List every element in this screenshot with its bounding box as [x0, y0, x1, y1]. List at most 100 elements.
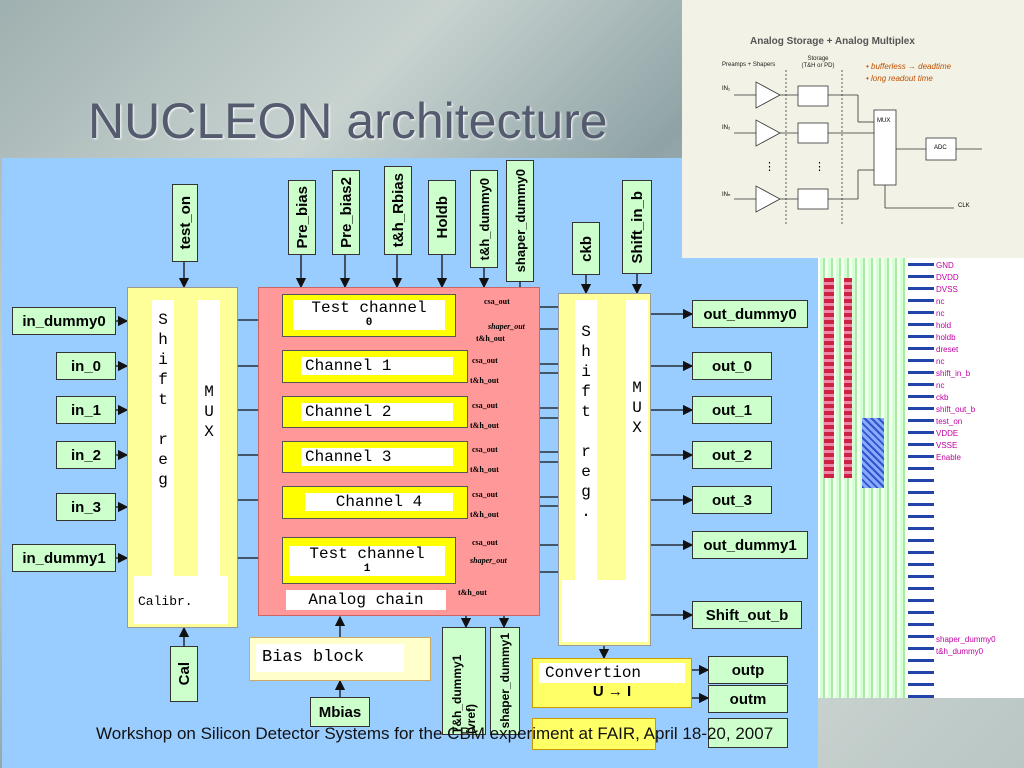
channel-2-label: Channel 2	[301, 403, 453, 421]
pin-label: hold	[936, 321, 952, 330]
output-out-dummy0: out_dummy0	[692, 300, 808, 328]
bottom-partial-green-box	[708, 718, 788, 748]
inset-mux-label: MUX	[877, 118, 891, 124]
test-channel-1: Test channel 1	[282, 537, 456, 584]
csa-out-label-4: csa_out	[472, 490, 498, 499]
input-in-0: in_0	[56, 352, 116, 380]
inset-input-2: IN₂	[722, 125, 731, 131]
conversion-block: Convertion U → I	[532, 658, 692, 708]
pin-label: Enable	[936, 453, 961, 462]
output-out-dummy1: out_dummy1	[692, 531, 808, 559]
signal-ckb: ckb	[572, 222, 600, 275]
conversion-sub: U → I	[592, 683, 632, 700]
test-channel-1-sub: 1	[289, 562, 445, 576]
conversion-label: Convertion	[539, 663, 685, 683]
inset-input-n: INₙ	[722, 192, 731, 198]
slide-title: NUCLEON architecture	[88, 93, 608, 149]
pin-label: shaper_dummy0	[936, 635, 996, 644]
th-out-label-3: t&h_out	[470, 465, 499, 474]
signal-shift-in-b: Shift_in_b	[622, 180, 652, 274]
inset-input-1: IN₁	[722, 86, 731, 92]
th-out-label-0: t&h_out	[476, 334, 505, 343]
test-channel-1-label: Test channel	[289, 546, 445, 562]
output-out-3: out_3	[692, 486, 772, 514]
output-outm: outm	[708, 685, 788, 713]
th-out-label-5: t&h_out	[458, 588, 487, 597]
pin-label: VDDE	[936, 429, 959, 438]
signal-test-on: test_on	[172, 184, 198, 262]
input-in-dummy1: in_dummy1	[12, 544, 116, 572]
pin-label: shift_in_b	[936, 369, 971, 378]
th-out-label-1: t&h_out	[470, 376, 499, 385]
th-out-label-4: t&h_out	[470, 510, 499, 519]
layout-pin-list-bottom: shaper_dummy0 t&h_dummy0	[936, 634, 996, 658]
output-out-2: out_2	[692, 441, 772, 469]
signal-shaper-dummy1: shaper_dummy1	[490, 627, 520, 735]
signal-mbias: Mbias	[310, 697, 370, 727]
signal-cal: Cal	[170, 646, 198, 702]
csa-out-label-5: csa_out	[472, 538, 498, 547]
channel-2: Channel 2	[282, 396, 468, 428]
layout-block-blue	[862, 418, 884, 488]
channel-1: Channel 1	[282, 350, 468, 383]
analog-chain-label: Analog chain	[286, 590, 446, 610]
signal-pre-bias: Pre_bias	[288, 180, 316, 255]
inset-dots-2: ⋮	[814, 161, 825, 173]
output-out-1: out_1	[692, 396, 772, 424]
input-in-3: in_3	[56, 493, 116, 521]
shaper-out-label-0: shaper_out	[488, 322, 525, 331]
inset-preamps-label: Preamps + Shapers	[722, 62, 776, 68]
channel-4-label: Channel 4	[305, 493, 453, 511]
output-outp: outp	[708, 656, 788, 684]
inset-bullet-1: • bufferless → deadtime	[866, 62, 952, 71]
layout-view: GND DVDD DVSS nc nc hold holdb dreset nc…	[818, 258, 1024, 698]
pin-label: nc	[936, 309, 945, 318]
layout-pin-list: GND DVDD DVSS nc nc hold holdb dreset nc…	[936, 260, 975, 464]
pin-label: shift_out_b	[936, 405, 976, 414]
inset-storage-label: Storage (T&H or PD)	[801, 56, 835, 69]
csa-out-label-2: csa_out	[472, 401, 498, 410]
pin-label: DVDD	[936, 273, 959, 282]
input-in-1: in_1	[56, 396, 116, 424]
output-out-0: out_0	[692, 352, 772, 380]
channel-3: Channel 3	[282, 441, 468, 473]
csa-out-label-0: csa_out	[484, 297, 510, 306]
inset-clk-label: CLK	[958, 203, 970, 209]
bottom-partial-block	[532, 718, 656, 750]
test-channel-0-sub: 0	[293, 316, 445, 330]
slide-footer: Workshop on Silicon Detector Systems for…	[96, 724, 774, 743]
inset-adc-label: ADC	[934, 145, 947, 151]
signal-holdb: Holdb	[428, 180, 456, 255]
pin-label: test_on	[936, 417, 963, 426]
layout-pad-column	[908, 258, 934, 698]
layout-block-red-2	[844, 278, 852, 478]
inset-title: Analog Storage + Analog Multiplex	[750, 36, 915, 47]
signal-th-rbias: t&h_Rbias	[384, 166, 412, 255]
pin-label: t&h_dummy0	[936, 647, 984, 656]
csa-out-label-1: csa_out	[472, 356, 498, 365]
signal-pre-bias2: Pre_bias2	[332, 170, 360, 255]
pin-label: GND	[936, 261, 954, 270]
output-shift-out-b: Shift_out_b	[692, 601, 802, 629]
csa-out-label-3: csa_out	[472, 445, 498, 454]
channel-1-label: Channel 1	[301, 357, 453, 375]
input-in-2: in_2	[56, 441, 116, 469]
pin-label: nc	[936, 381, 945, 390]
right-blank-box	[562, 580, 648, 642]
calibr-box: Calibr.	[134, 576, 228, 624]
inset-diagram-svg	[734, 70, 982, 225]
inset-dots-1: ⋮	[764, 161, 775, 173]
channel-3-label: Channel 3	[301, 448, 453, 466]
signal-th-dummy0: t&h_dummy0	[470, 170, 498, 268]
channel-4: Channel 4	[282, 486, 468, 519]
test-channel-0-label: Test channel	[293, 300, 445, 316]
input-in-dummy0: in_dummy0	[12, 307, 116, 335]
pin-label: holdb	[936, 333, 956, 342]
signal-th-dummy1: T&h_dummy1 (vref)	[442, 627, 486, 735]
inset-analog-storage-figure: Analog Storage + Analog Multiplex Preamp…	[682, 0, 1024, 258]
pin-label: ckb	[936, 393, 949, 402]
